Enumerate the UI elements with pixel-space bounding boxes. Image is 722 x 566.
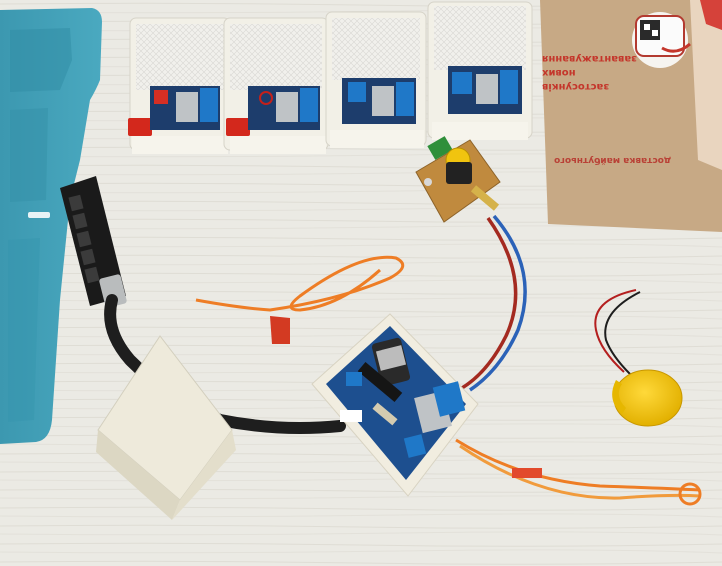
cardboard-box: завантажування нових застосунків доставк…: [540, 0, 722, 232]
main-controller-board: [311, 313, 479, 497]
blue-silicone-mat: [0, 8, 102, 444]
case-module-4: [427, 1, 533, 140]
orange-wires-bottom: [455, 438, 702, 506]
case-module-3: [325, 11, 427, 148]
case-module-1: [128, 17, 231, 154]
cardboard-text-line2: нових: [541, 67, 575, 78]
printed-block: [96, 335, 236, 520]
cardboard-text-line1: завантажування: [542, 53, 637, 64]
red-wire: [461, 216, 518, 390]
led-display-module: [60, 176, 127, 308]
cardboard-text-line4: доставка майбутнього: [554, 155, 671, 166]
blue-wire: [469, 214, 527, 392]
coin-battery: [594, 289, 683, 427]
sensor-board: [415, 136, 501, 223]
cardboard-text-line3: застосунків: [542, 81, 609, 92]
orange-wire-loop: [195, 255, 405, 344]
case-module-2: [223, 17, 329, 154]
